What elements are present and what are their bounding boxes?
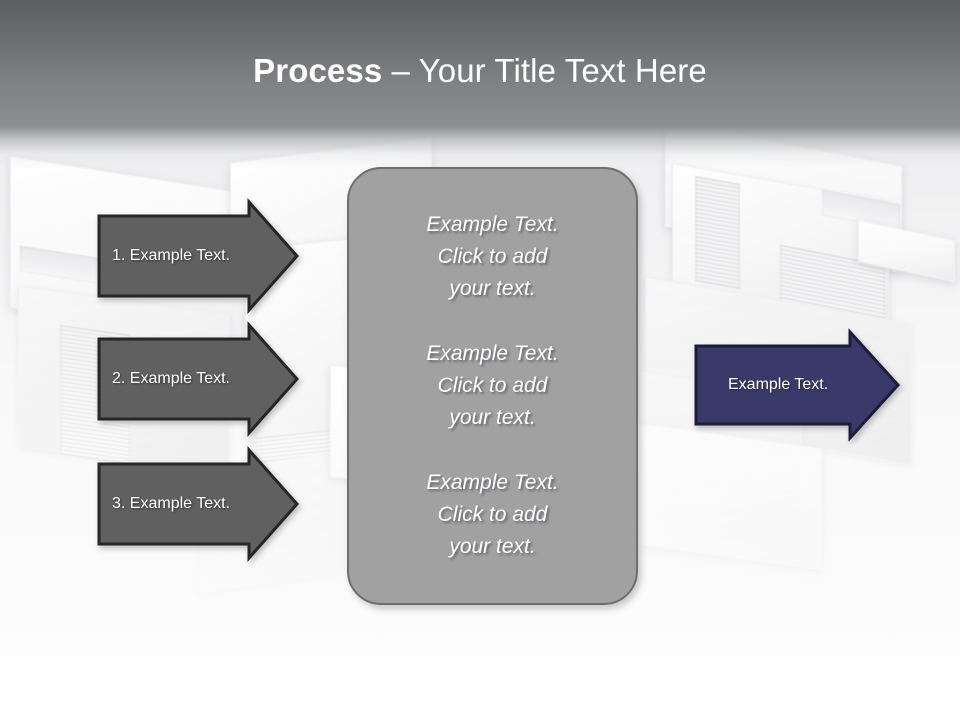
step-arrow-3-shape[interactable] (97, 446, 300, 562)
panel-paragraph-3: Example Text. Click to add your text. (375, 467, 610, 563)
panel-paragraph-1-line-1: Example Text. (426, 213, 559, 236)
step-arrow-1-shape[interactable] (97, 198, 300, 314)
step-arrow-1[interactable]: 1. Example Text. (97, 198, 300, 314)
panel-paragraph-1-line-3: your text. (449, 277, 536, 300)
panel-paragraph-2-line-3: your text. (449, 406, 536, 429)
panel-paragraph-2: Example Text. Click to add your text. (375, 338, 610, 434)
result-arrow-label: Example Text. (728, 376, 829, 393)
header-gradient-fade (0, 126, 960, 168)
panel-paragraph-3-line-1: Example Text. (426, 471, 559, 494)
step-arrow-2[interactable]: 2. Example Text. (97, 321, 300, 437)
step-arrow-3[interactable]: 3. Example Text. (97, 446, 300, 562)
result-arrow-shape[interactable] (694, 328, 901, 442)
panel-paragraph-3-line-2: Click to add (437, 503, 548, 526)
panel-paragraph-2-line-1: Example Text. (426, 342, 559, 365)
page-title: Process – Your Title Text Here (0, 50, 960, 92)
page-title-rest: – Your Title Text Here (382, 52, 707, 89)
step-arrow-1-label: 1. Example Text. (112, 247, 230, 264)
panel-paragraph-1: Example Text. Click to add your text. (375, 209, 610, 305)
step-arrow-3-label: 3. Example Text. (112, 495, 230, 512)
center-text-panel[interactable]: Example Text. Click to add your text. Ex… (347, 167, 638, 605)
panel-paragraph-1-line-2: Click to add (437, 245, 548, 268)
result-arrow[interactable]: Example Text. (694, 328, 901, 442)
panel-paragraph-2-line-2: Click to add (437, 374, 548, 397)
header-band (0, 0, 960, 126)
page-title-bold: Process (253, 52, 383, 89)
step-arrow-2-shape[interactable] (97, 321, 300, 437)
panel-paragraph-3-line-3: your text. (449, 535, 536, 558)
step-arrow-2-label: 2. Example Text. (112, 370, 230, 387)
